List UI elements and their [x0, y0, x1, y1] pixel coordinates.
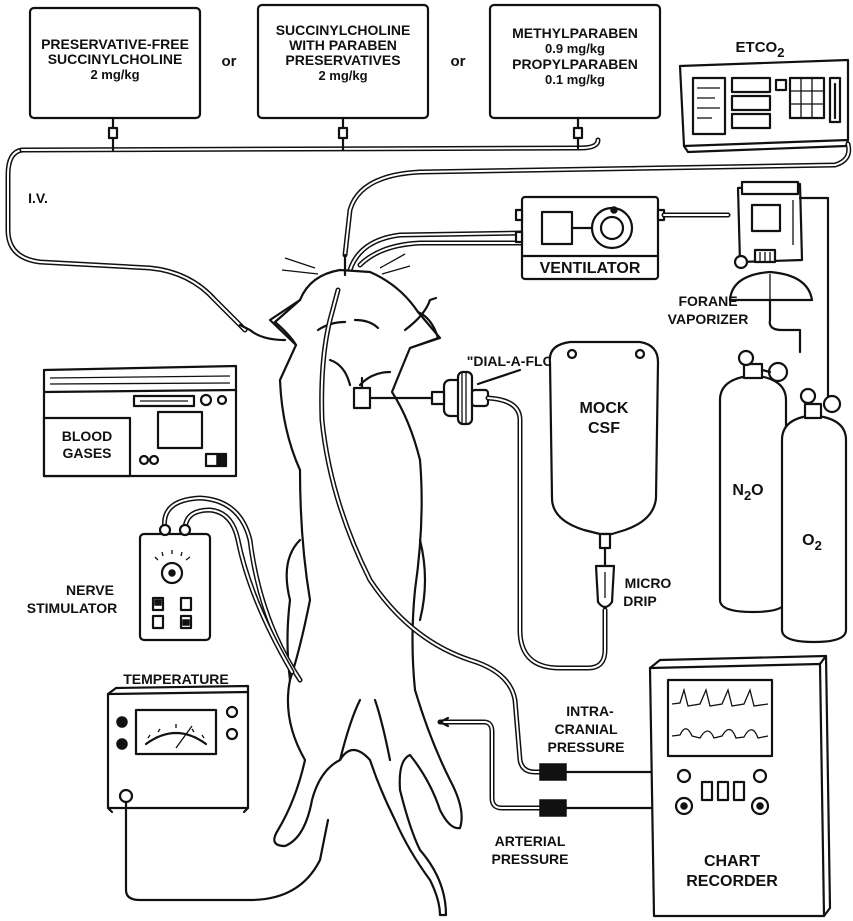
- n2o-label: N2O: [732, 482, 763, 503]
- etco2-monitor: ETCO2: [678, 39, 850, 154]
- drug-box-2-line-4: 2 mg/kg: [318, 68, 367, 83]
- forane-vaporizer: FORANE VAPORIZER: [668, 180, 830, 327]
- o2-cylinder: O2: [780, 387, 848, 644]
- dial-a-flow-regulator: [352, 370, 490, 426]
- n2o-cylinder: N2O: [718, 349, 789, 614]
- mock-csf-bag: MOCK CSF MICRO DRIP: [548, 340, 672, 609]
- mock-csf-label-1: MOCK: [580, 400, 629, 417]
- icp-label-3: PRESSURE: [547, 739, 624, 755]
- ventilator: VENTILATOR: [347, 195, 666, 281]
- blood-gases-label-1: BLOOD: [62, 428, 113, 444]
- forane-label-1: FORANE: [678, 293, 737, 309]
- chart-recorder: CHART RECORDER: [648, 654, 832, 918]
- drug-box-2-line-2: WITH PARABEN: [289, 37, 397, 53]
- micro-drip-label-1: MICRO: [625, 575, 672, 591]
- temperature-label: TEMPERATURE: [123, 671, 229, 687]
- nerve-stimulator: NERVE STIMULATOR: [27, 495, 303, 683]
- micro-drip-label-2: DRIP: [623, 593, 656, 609]
- drug-box-1-line-3: 2 mg/kg: [90, 67, 139, 82]
- cat-illustration: [238, 253, 463, 917]
- icp-label-1: INTRA-: [566, 703, 614, 719]
- dial-a-flow-label: "DIAL-A-FLOW": [467, 353, 574, 369]
- iv-line: [5, 116, 601, 333]
- nerve-stim-label-1: NERVE: [66, 582, 114, 598]
- forane-label-2: VAPORIZER: [668, 311, 749, 327]
- drug-box-3-line-3: PROPYLPARABEN: [512, 56, 638, 72]
- iv-label: I.V.: [28, 190, 48, 206]
- drug-box-3-line-2: 0.9 mg/kg: [545, 41, 605, 56]
- blood-gas-analyzer: BLOOD GASES: [42, 364, 238, 478]
- temperature-monitor: TEMPERATURE: [106, 671, 330, 902]
- drug-box-with-paraben: SUCCINYLCHOLINE WITH PARABEN PRESERVATIV…: [256, 3, 430, 120]
- drug-box-1-line-1: PRESERVATIVE-FREE: [41, 36, 189, 52]
- drug-box-2-line-3: PRESERVATIVES: [285, 52, 400, 68]
- nerve-stim-label-2: STIMULATOR: [27, 600, 117, 616]
- drug-box-parabens: METHYLPARABEN 0.9 mg/kg PROPYLPARABEN 0.…: [488, 3, 662, 120]
- blood-gases-label-2: GASES: [62, 445, 111, 461]
- drug-box-1-line-2: SUCCINYLCHOLINE: [48, 51, 183, 67]
- drug-box-preservative-free: PRESERVATIVE-FREE SUCCINYLCHOLINE 2 mg/k…: [28, 6, 202, 120]
- etco2-label: ETCO2: [736, 39, 785, 60]
- drug-box-2-line-1: SUCCINYLCHOLINE: [276, 22, 411, 38]
- icp-label-2: CRANIAL: [555, 721, 618, 737]
- mock-csf-label-2: CSF: [588, 420, 620, 437]
- drug-box-3-line-4: 0.1 mg/kg: [545, 72, 605, 87]
- chart-recorder-label-1: CHART: [704, 853, 760, 870]
- pressure-labels: INTRA- CRANIAL PRESSURE ARTERIAL PRESSUR…: [438, 703, 625, 867]
- arterial-label-2: PRESSURE: [491, 851, 568, 867]
- ventilator-label: VENTILATOR: [540, 260, 641, 277]
- or-label-2: or: [451, 53, 466, 70]
- drug-box-3-line-1: METHYLPARABEN: [512, 25, 638, 41]
- arterial-label-1: ARTERIAL: [495, 833, 566, 849]
- chart-recorder-label-2: RECORDER: [686, 873, 778, 890]
- or-label-1: or: [222, 53, 237, 70]
- o2-label: O2: [802, 532, 822, 553]
